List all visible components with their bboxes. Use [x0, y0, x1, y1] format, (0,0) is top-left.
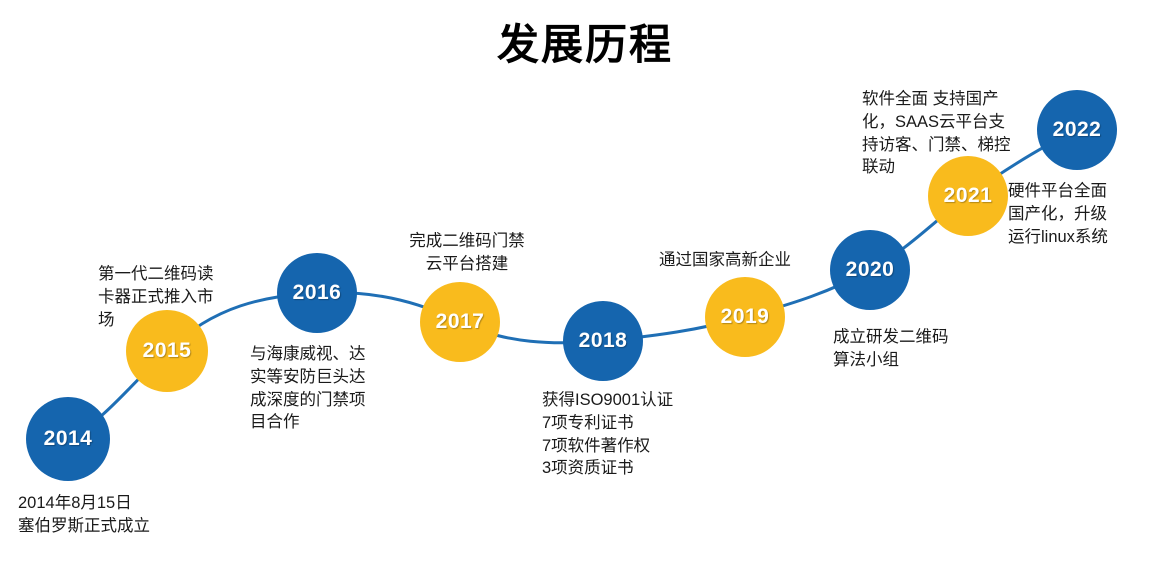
timeline-caption-2019: 通过国家高新企业: [659, 251, 791, 269]
timeline-node-2019[interactable]: 2019: [705, 277, 785, 357]
timeline-node-year-label: 2016: [292, 281, 342, 304]
timeline-caption-2015: 第一代二维码读 卡器正式推入市 场: [98, 265, 214, 329]
timeline-caption-2017: 完成二维码门禁 云平台搭建: [409, 232, 525, 273]
timeline-caption-2014: 2014年8月15日 塞伯罗斯正式成立: [18, 494, 150, 535]
timeline-node-2015[interactable]: 2015: [126, 310, 208, 392]
timeline-caption-2016: 与海康威视、达 实等安防巨头达 成深度的门禁项 目合作: [250, 345, 366, 432]
timeline-node-year-label: 2019: [720, 305, 770, 328]
timeline-node-year-label: 2018: [578, 329, 628, 352]
timeline-node-2016[interactable]: 2016: [277, 253, 357, 333]
timeline-node-year-label: 2022: [1052, 118, 1102, 141]
timeline-caption-2020: 成立研发二维码 算法小组: [833, 328, 949, 369]
timeline-node-2014[interactable]: 2014: [26, 397, 110, 481]
timeline-node-year-label: 2017: [435, 310, 485, 333]
timeline-node-year-label: 2021: [943, 184, 993, 207]
timeline-node-year-label: 2020: [845, 258, 895, 281]
timeline-node-2018[interactable]: 2018: [563, 301, 643, 381]
timeline-node-2020[interactable]: 2020: [830, 230, 910, 310]
timeline-node-2022[interactable]: 2022: [1037, 90, 1117, 170]
timeline-node-2017[interactable]: 2017: [420, 282, 500, 362]
timeline-caption-2018: 获得ISO9001认证 7项专利证书 7项软件著作权 3项资质证书: [542, 391, 674, 478]
timeline-node-2021[interactable]: 2021: [928, 156, 1008, 236]
page-title: 发展历程: [496, 21, 673, 68]
timeline-node-year-label: 2015: [142, 339, 192, 362]
timeline-caption-2021: 软件全面 支持国产 化，SAAS云平台支 持访客、门禁、梯控 联动: [862, 90, 1011, 177]
timeline-caption-2022: 硬件平台全面 国产化，升级 运行linux系统: [1008, 182, 1108, 246]
timeline-node-year-label: 2014: [43, 427, 93, 450]
